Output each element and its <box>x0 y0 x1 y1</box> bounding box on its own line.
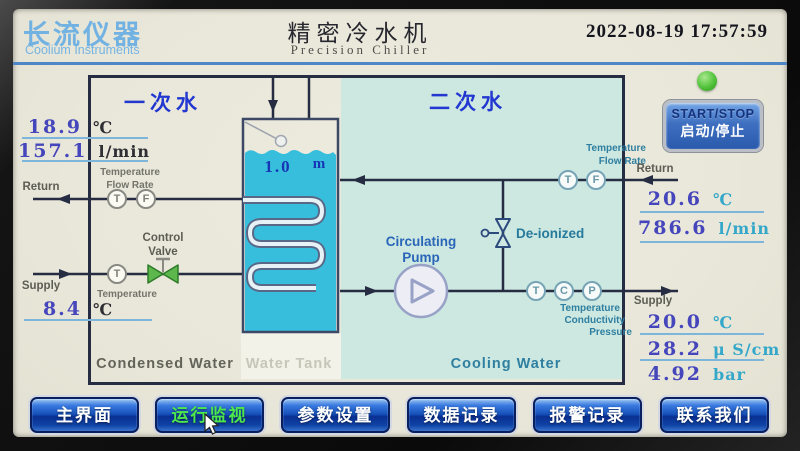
page-title-cn: 精密冷水机 <box>287 21 433 46</box>
sensor-temperature-right-supply: T <box>526 281 546 301</box>
process-diagram-frame <box>88 75 625 385</box>
left-temp-caption: Temperature <box>100 167 160 178</box>
reading-cooling-return-temp: 20.6 ℃ <box>647 188 734 210</box>
water-tank-zone-label: Water Tank <box>245 356 333 372</box>
right-temp-caption: Temperature <box>586 143 646 154</box>
datetime-display: 2022-08-19 17:57:59 <box>585 21 768 42</box>
right-return-label: Return <box>636 163 674 175</box>
header-divider <box>13 62 787 65</box>
left-supply-temp-caption: Temperature <box>97 289 157 300</box>
left-flow-caption: Flow Rate <box>106 180 154 191</box>
sensor-pressure-right-supply: P <box>582 281 602 301</box>
underline <box>640 241 764 243</box>
start-stop-label-cn: 启动/停止 <box>680 123 746 139</box>
sensor-flow-right-return: F <box>586 170 606 190</box>
left-supply-label: Supply <box>21 280 61 292</box>
underline <box>640 359 764 361</box>
right-supply-label: Supply <box>633 295 673 307</box>
brand-logo-cn: 长流仪器 <box>23 20 143 50</box>
start-stop-label-en: START/STOP <box>671 107 755 121</box>
reading-condensed-return-temp: 18.9 ℃ <box>27 116 114 138</box>
nav-button-data-log[interactable]: 数据记录 <box>407 397 516 433</box>
underline <box>24 319 152 321</box>
reading-cooling-supply-temp: 20.0 ℃ <box>647 311 734 333</box>
sensor-flow-left-return: F <box>136 189 156 209</box>
primary-water-label: 一次水 <box>124 92 202 115</box>
nav-button-contact[interactable]: 联系我们 <box>660 397 769 433</box>
pump-label-1: Circulating <box>385 234 457 249</box>
reading-condensed-supply-temp: 8.4 ℃ <box>42 298 114 320</box>
power-indicator-led <box>697 71 717 91</box>
nav-button-monitor[interactable]: 运行监视 <box>155 397 264 433</box>
reading-cooling-return-flow: 786.6 l/min <box>638 217 771 239</box>
sensor-temperature-left-supply: T <box>107 264 127 284</box>
control-valve-label-1: Control <box>142 232 184 244</box>
reading-cooling-supply-pressure: 4.92 bar <box>647 363 746 385</box>
tank-level-value: 1.0 <box>264 157 292 176</box>
deionized-label: De-ionized <box>516 226 585 241</box>
nav-button-params[interactable]: 参数设置 <box>281 397 390 433</box>
underline <box>640 211 764 213</box>
water-tank-zone <box>241 333 341 379</box>
secondary-water-label: 二次水 <box>429 91 507 114</box>
right-temp2-caption: Temperature <box>560 303 620 314</box>
start-stop-button[interactable]: START/STOP 启动/停止 <box>663 100 763 152</box>
cooling-water-zone <box>341 78 622 379</box>
pump-label-2: Pump <box>402 250 440 265</box>
reading-cooling-supply-conductivity: 28.2 μ S/cm <box>647 338 781 360</box>
condensed-water-zone-label: Condensed Water <box>96 356 234 372</box>
page-title-en: Precision Chiller <box>290 42 430 57</box>
underline <box>22 137 148 139</box>
underline <box>640 333 764 335</box>
tank-level-unit: m <box>312 156 328 172</box>
sensor-temperature-left-return: T <box>107 189 127 209</box>
right-flow-caption: Flow Rate <box>598 156 646 167</box>
cooling-water-zone-label: Cooling Water <box>450 356 562 372</box>
right-cond-caption: Conductivity <box>564 315 625 326</box>
right-press-caption: Pressure <box>589 327 632 338</box>
nav-button-main[interactable]: 主界面 <box>30 397 139 433</box>
left-return-label: Return <box>22 181 60 193</box>
underline <box>22 160 148 162</box>
sensor-conductivity-right-supply: C <box>554 281 574 301</box>
brand-logo-en: Coolium Instruments <box>25 43 140 57</box>
sensor-temperature-right-return: T <box>558 170 578 190</box>
nav-button-alarm-log[interactable]: 报警记录 <box>533 397 642 433</box>
reading-condensed-return-flow: 157.1 l/min <box>18 140 151 162</box>
control-valve-label-2: Valve <box>148 246 178 258</box>
